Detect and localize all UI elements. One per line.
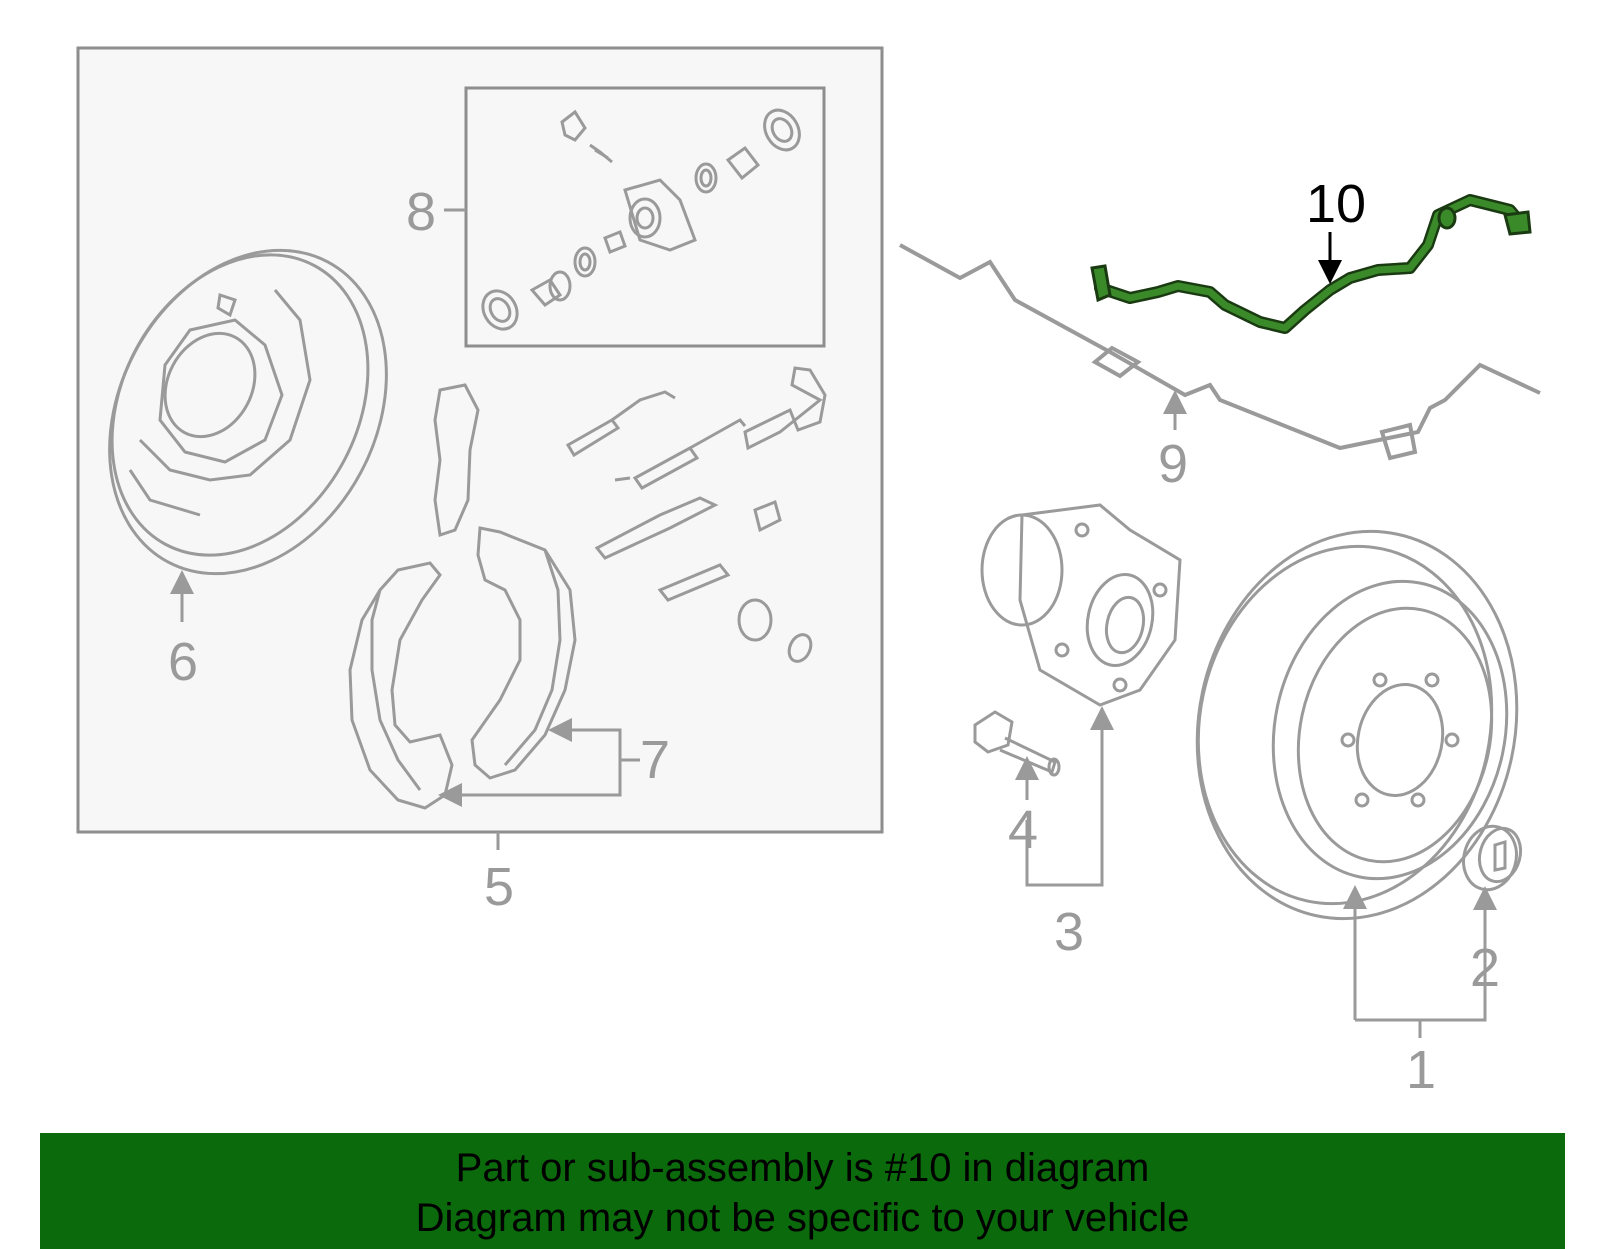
callout-10: 10 <box>1306 174 1366 234</box>
info-banner: Part or sub-assembly is #10 in diagram D… <box>40 1133 1565 1249</box>
callout-2: 2 <box>1470 938 1500 998</box>
callout-9: 9 <box>1158 434 1188 494</box>
brake-hardware-parts[interactable] <box>433 366 827 665</box>
callout-5: 5 <box>484 857 514 917</box>
callout-8: 8 <box>406 182 436 242</box>
leader-lines <box>170 208 1497 1038</box>
hub-bolt-part-4[interactable] <box>973 710 1061 777</box>
callout-6: 6 <box>168 632 198 692</box>
brake-line-part-9[interactable] <box>899 243 1541 461</box>
callout-4: 4 <box>1008 800 1038 860</box>
callout-7: 7 <box>640 730 670 790</box>
callout-3: 3 <box>1054 902 1084 962</box>
wheel-cylinder-kit-box <box>464 86 826 348</box>
brake-hose-part-10[interactable] <box>1090 194 1532 334</box>
brake-drum-part-1[interactable] <box>1162 501 1552 948</box>
backing-plate-part-6[interactable] <box>55 202 441 622</box>
brake-shoes-part-7[interactable] <box>348 526 577 810</box>
banner-line-1: Part or sub-assembly is #10 in diagram <box>455 1146 1150 1190</box>
banner-line-2: Diagram may not be specific to your vehi… <box>415 1196 1190 1240</box>
callout-1: 1 <box>1406 1040 1436 1100</box>
hub-bearing-part-3[interactable] <box>980 503 1182 707</box>
wheel-cylinder-part-8[interactable] <box>476 104 806 336</box>
